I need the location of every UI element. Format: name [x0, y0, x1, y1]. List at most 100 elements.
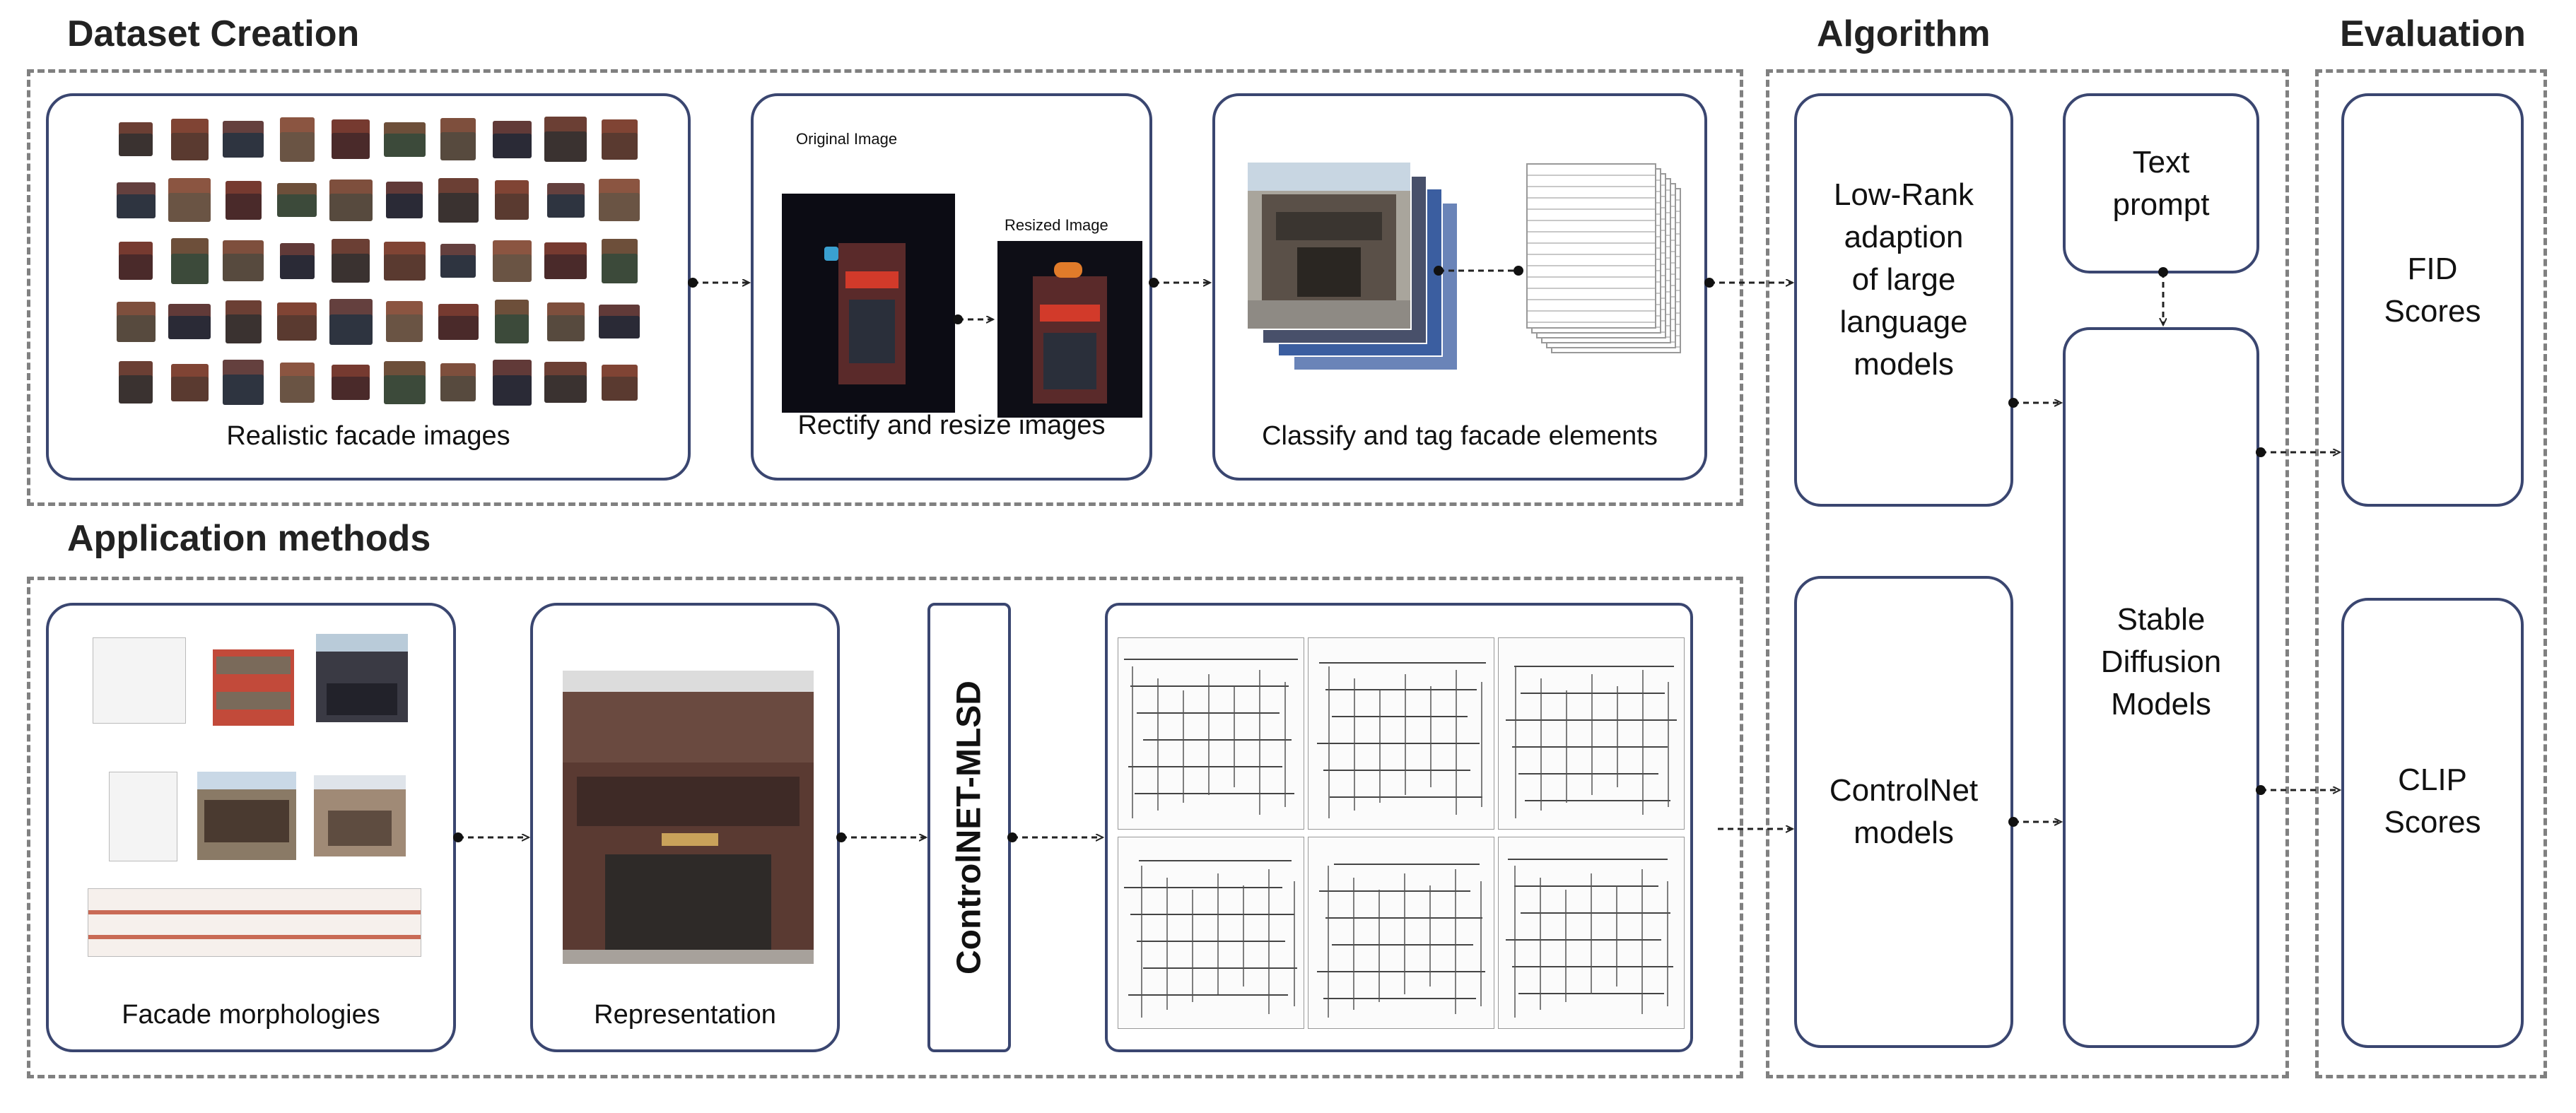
algorithm-frame — [1766, 69, 2289, 1078]
facade-thumbnail — [601, 238, 638, 283]
representation-label: Representation — [594, 1000, 776, 1030]
resized-image-caption: Resized Image — [1005, 216, 1108, 234]
facade-thumbnail — [170, 237, 209, 284]
original-image-caption: Original Image — [796, 130, 898, 148]
facade-thumbnail — [223, 121, 264, 158]
morphology-colored-1 — [213, 649, 294, 726]
facade-thumbnail — [544, 362, 587, 403]
morphology-sketch-2 — [109, 772, 177, 861]
dot-realistic — [688, 278, 698, 288]
dot-sd-clip — [2256, 785, 2266, 795]
facade-morphologies-box: Facade morphologies — [46, 603, 456, 1052]
evaluation-frame — [2315, 69, 2547, 1078]
lora-box: Low-Rank adaption of large language mode… — [1794, 93, 2013, 507]
facade-thumbnail — [601, 364, 638, 401]
dot-rectify — [1149, 278, 1159, 288]
morphology-photo-3 — [314, 775, 406, 856]
facade-thumbnail — [116, 182, 156, 218]
facade-thumbnail — [332, 239, 370, 283]
facade-thumbnail — [546, 182, 585, 218]
line-sketch — [1498, 837, 1685, 1029]
application-methods-title: Application methods — [67, 518, 431, 559]
facade-thumbnail-grid — [109, 109, 646, 406]
facade-thumbnail — [492, 240, 532, 282]
algorithm-title: Algorithm — [1817, 13, 1991, 54]
facade-thumbnail — [386, 301, 423, 342]
controlnet-box: ControlNet models — [1794, 576, 2013, 1048]
realistic-facade-box: Realistic facade images — [46, 93, 691, 481]
facade-thumbnail — [383, 360, 426, 404]
line-sketch — [1308, 837, 1494, 1029]
dot-docs — [1514, 266, 1523, 276]
dot-photos — [1434, 266, 1444, 276]
dot-morphologies — [453, 832, 463, 842]
facade-thumbnail — [440, 118, 476, 160]
rectify-resize-label: Rectify and resize images — [797, 411, 1106, 440]
stable-diffusion-box: Stable Diffusion Models — [2063, 327, 2259, 1048]
facade-thumbnail — [119, 242, 153, 280]
controlnet-mlsd-box: ControlNET-MLSD — [927, 603, 1011, 1052]
facade-thumbnail — [119, 361, 153, 404]
classify-tag-box: Classify and tag facade elements — [1212, 93, 1707, 481]
text-prompt-box: Text prompt — [2063, 93, 2259, 273]
morphology-photo-2 — [197, 772, 296, 860]
application-methods-frame — [27, 577, 1743, 1078]
stable-diffusion-label: Stable Diffusion Models — [2100, 602, 2222, 722]
facade-thumbnail — [599, 305, 640, 338]
mlsd-output-box — [1105, 603, 1693, 1052]
facade-thumbnail — [277, 183, 317, 217]
facade-thumbnail — [329, 179, 373, 221]
facade-thumbnail — [170, 363, 209, 401]
facade-thumbnail — [168, 304, 211, 339]
morphology-sketch-1 — [93, 637, 186, 724]
dot-representation — [836, 832, 846, 842]
morphology-photo-1 — [316, 634, 408, 722]
tag-document-stack — [1526, 163, 1696, 375]
resized-image-photo — [997, 241, 1142, 418]
line-sketch — [1118, 637, 1304, 830]
facade-thumbnail — [386, 182, 423, 218]
facade-thumbnail — [495, 300, 529, 343]
text-prompt-label: Text prompt — [2112, 145, 2210, 222]
facade-thumbnail — [544, 242, 587, 279]
facade-thumbnail — [332, 119, 370, 159]
facade-thumbnail — [279, 117, 315, 162]
facade-thumbnail — [277, 302, 317, 341]
dot-mlsd — [1007, 832, 1017, 842]
facade-thumbnail — [438, 303, 479, 340]
facade-thumbnail — [601, 119, 638, 160]
evaluation-title: Evaluation — [2340, 13, 2526, 54]
controlnet-label: ControlNet models — [1829, 773, 1979, 850]
dot-prompt — [2158, 267, 2168, 277]
facade-morphologies-label: Facade morphologies — [122, 1000, 380, 1030]
clip-scores-box: CLIP Scores — [2341, 598, 2524, 1048]
facade-thumbnail — [223, 240, 264, 281]
fid-scores-label: FID Scores — [2384, 252, 2481, 329]
lora-label: Low-Rank adaption of large language mode… — [1833, 177, 1974, 382]
facade-thumbnail — [383, 122, 426, 157]
line-sketch — [1118, 837, 1304, 1029]
dot-lora — [2008, 398, 2018, 408]
facade-thumbnail — [223, 360, 264, 405]
facade-thumbnail — [599, 179, 640, 221]
classify-tag-label: Classify and tag facade elements — [1262, 421, 1658, 451]
line-sketch-grid — [1118, 637, 1685, 1033]
facade-thumbnail — [438, 177, 479, 223]
line-sketch — [1308, 637, 1494, 830]
facade-thumbnail — [492, 120, 532, 158]
facade-thumbnail — [329, 298, 373, 345]
facade-thumbnail — [225, 180, 262, 220]
facade-thumbnail — [383, 241, 426, 281]
facade-thumbnail — [279, 362, 315, 403]
dataset-creation-frame — [27, 69, 1743, 506]
representation-photo — [563, 671, 814, 964]
dataset-creation-title: Dataset Creation — [67, 13, 360, 54]
stacked-photo-1 — [1246, 161, 1412, 330]
dot-original — [953, 314, 963, 324]
morphology-elevation — [88, 888, 421, 957]
facade-thumbnail — [440, 363, 476, 401]
facade-thumbnail — [119, 122, 153, 156]
facade-thumbnail — [170, 118, 209, 160]
facade-thumbnail — [116, 301, 156, 342]
dot-controlnet — [2008, 817, 2018, 827]
